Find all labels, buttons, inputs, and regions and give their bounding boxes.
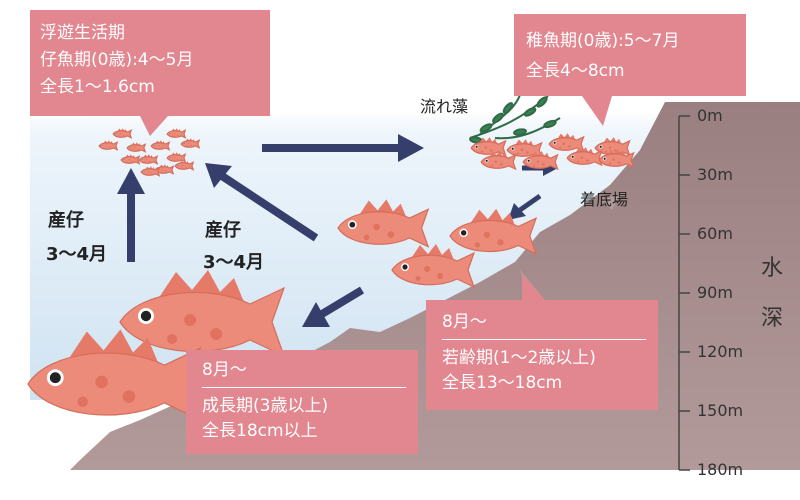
- larval-fish: [138, 154, 159, 165]
- planktonic-larva-length: 全長1〜1.6cm: [40, 77, 155, 97]
- depth-tick-90: 90m: [697, 283, 733, 302]
- larval-fish: [150, 140, 171, 151]
- depth-axis-label-top: 水: [761, 256, 784, 281]
- callout-pointer-young: [522, 274, 545, 300]
- depth-tick-150: 150m: [697, 401, 744, 420]
- seaweed-label: 流れ藻: [420, 97, 469, 116]
- depth-tick-180: 180m: [697, 460, 744, 479]
- juvenile-fish-school: [470, 133, 635, 171]
- birth-label-left-months: 3〜4月: [46, 244, 108, 265]
- callout-pointer-planktonic: [140, 116, 168, 136]
- adult-age-stage: 成長期(3歳以上): [202, 396, 329, 416]
- larval-fish: [112, 128, 133, 139]
- callout-planktonic-stage: 浮遊生活期 仔魚期(0歳):4〜5月 全長1〜1.6cm: [30, 10, 270, 116]
- young-age-stage: 若齢期(1〜2歳以上): [442, 348, 596, 368]
- larval-fish: [126, 142, 147, 153]
- larval-fish: [166, 128, 187, 139]
- callout-juvenile-stage: 稚魚期(0歳):5〜7月 全長4〜8cm: [514, 14, 746, 96]
- depth-tick-0: 0m: [697, 106, 723, 125]
- arrow-plankton-to-seaweed: [262, 134, 424, 162]
- young-fish: [337, 199, 430, 248]
- arrow-settlement-to-young: [508, 193, 542, 220]
- birth-label-mid-title: 産仔: [205, 220, 241, 241]
- depth-tick-60: 60m: [697, 224, 733, 243]
- callout-pointer-juvenile: [582, 96, 612, 126]
- depth-tick-30: 30m: [697, 165, 733, 184]
- juvenile-fish: [594, 137, 631, 157]
- young-fish: [391, 244, 476, 289]
- planktonic-larva-period: 仔魚期(0歳):4〜5月: [40, 50, 194, 70]
- young-fish-school: [337, 199, 538, 289]
- birth-label-left-title: 産仔: [48, 210, 84, 231]
- larval-fish-school: [98, 128, 201, 177]
- depth-tick-120: 120m: [697, 342, 744, 361]
- arrow-adult-birth-up: [117, 168, 145, 262]
- settlement-label: 着底場: [580, 190, 629, 209]
- juvenile-length: 全長4〜8cm: [526, 61, 625, 81]
- young-divider: [442, 339, 646, 340]
- adult-fish: [119, 270, 286, 358]
- young-fish: [449, 208, 538, 256]
- arrow-young-birth-diagonal: [205, 163, 319, 242]
- arrow-young-to-adult: [302, 286, 365, 327]
- juvenile-fish: [470, 137, 507, 157]
- callout-adult-stage: 8月〜 成長期(3歳以上) 全長18cm以上: [186, 350, 418, 454]
- depth-scale-axis: [678, 115, 690, 471]
- juvenile-fish: [566, 147, 603, 167]
- larval-fish: [174, 160, 195, 171]
- adult-divider: [202, 387, 406, 388]
- adult-length: 全長18cm以上: [202, 421, 318, 441]
- juvenile-fish: [548, 133, 585, 153]
- juvenile-fish: [598, 149, 635, 169]
- planktonic-title: 浮遊生活期: [40, 23, 125, 43]
- larval-fish: [166, 152, 187, 163]
- adult-fish-school: [27, 270, 286, 421]
- juvenile-fish: [480, 151, 517, 171]
- callout-young-stage: 8月〜 若齢期(1〜2歳以上) 全長13〜18cm: [426, 300, 658, 410]
- larval-fish: [140, 166, 161, 177]
- larval-fish: [180, 138, 201, 149]
- birth-label-mid-months: 3〜4月: [203, 252, 265, 273]
- young-period: 8月〜: [442, 312, 487, 332]
- drifting-seaweed-icon: [469, 94, 561, 144]
- adult-period: 8月〜: [202, 360, 247, 380]
- adult-fish: [27, 329, 202, 421]
- larval-fish: [98, 140, 119, 151]
- juvenile-fish: [522, 151, 559, 171]
- young-length: 全長13〜18cm: [442, 373, 563, 393]
- larval-fish: [120, 154, 141, 165]
- juvenile-fish: [506, 139, 543, 159]
- juvenile-period: 稚魚期(0歳):5〜7月: [526, 31, 680, 51]
- depth-axis-label-bottom: 深: [761, 306, 784, 331]
